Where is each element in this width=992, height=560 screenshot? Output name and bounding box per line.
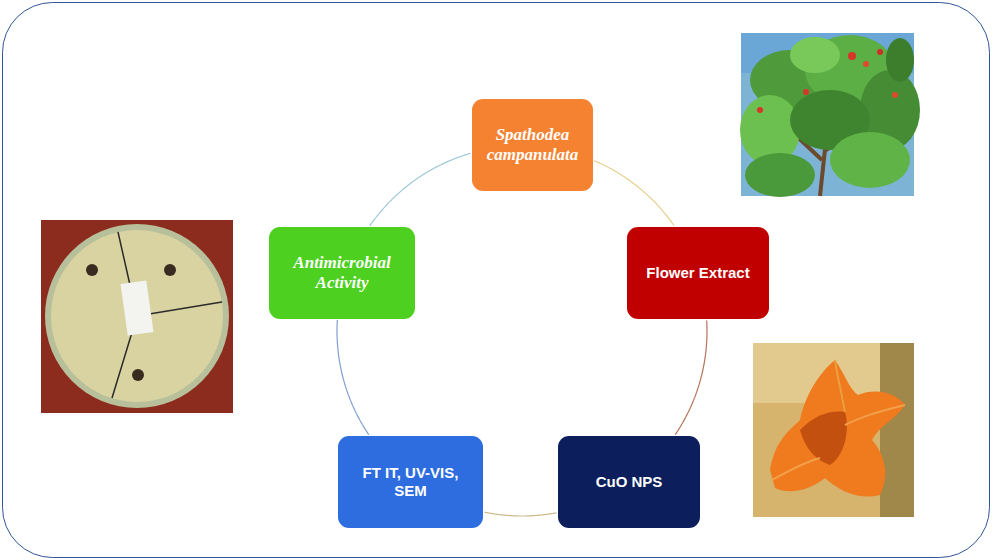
analysis-box: FT IT, UV-VIS, SEM [338, 436, 483, 528]
result-box: Antimicrobial Activity [269, 227, 415, 319]
node-label: CuO NPS [596, 473, 663, 491]
product-box: CuO NPS [558, 436, 700, 528]
source-box: Spathodea campanulata [472, 99, 593, 191]
petri-dish-photo [41, 220, 233, 413]
cycle-connector [337, 320, 369, 435]
cycle-connector [675, 320, 707, 434]
node-label: FT IT, UV-VIS, SEM [346, 464, 475, 500]
node-label: Flower Extract [646, 264, 749, 282]
node-label: Spathodea campanulata [480, 125, 585, 166]
cycle-connector [485, 512, 557, 516]
cycle-connector [594, 161, 674, 226]
process-box: Flower Extract [627, 227, 769, 319]
node-label: Antimicrobial Activity [277, 253, 407, 294]
frame-outline [3, 3, 990, 558]
tree-photo [740, 33, 920, 197]
flower-photo [753, 343, 914, 517]
cycle-connector [370, 153, 471, 226]
